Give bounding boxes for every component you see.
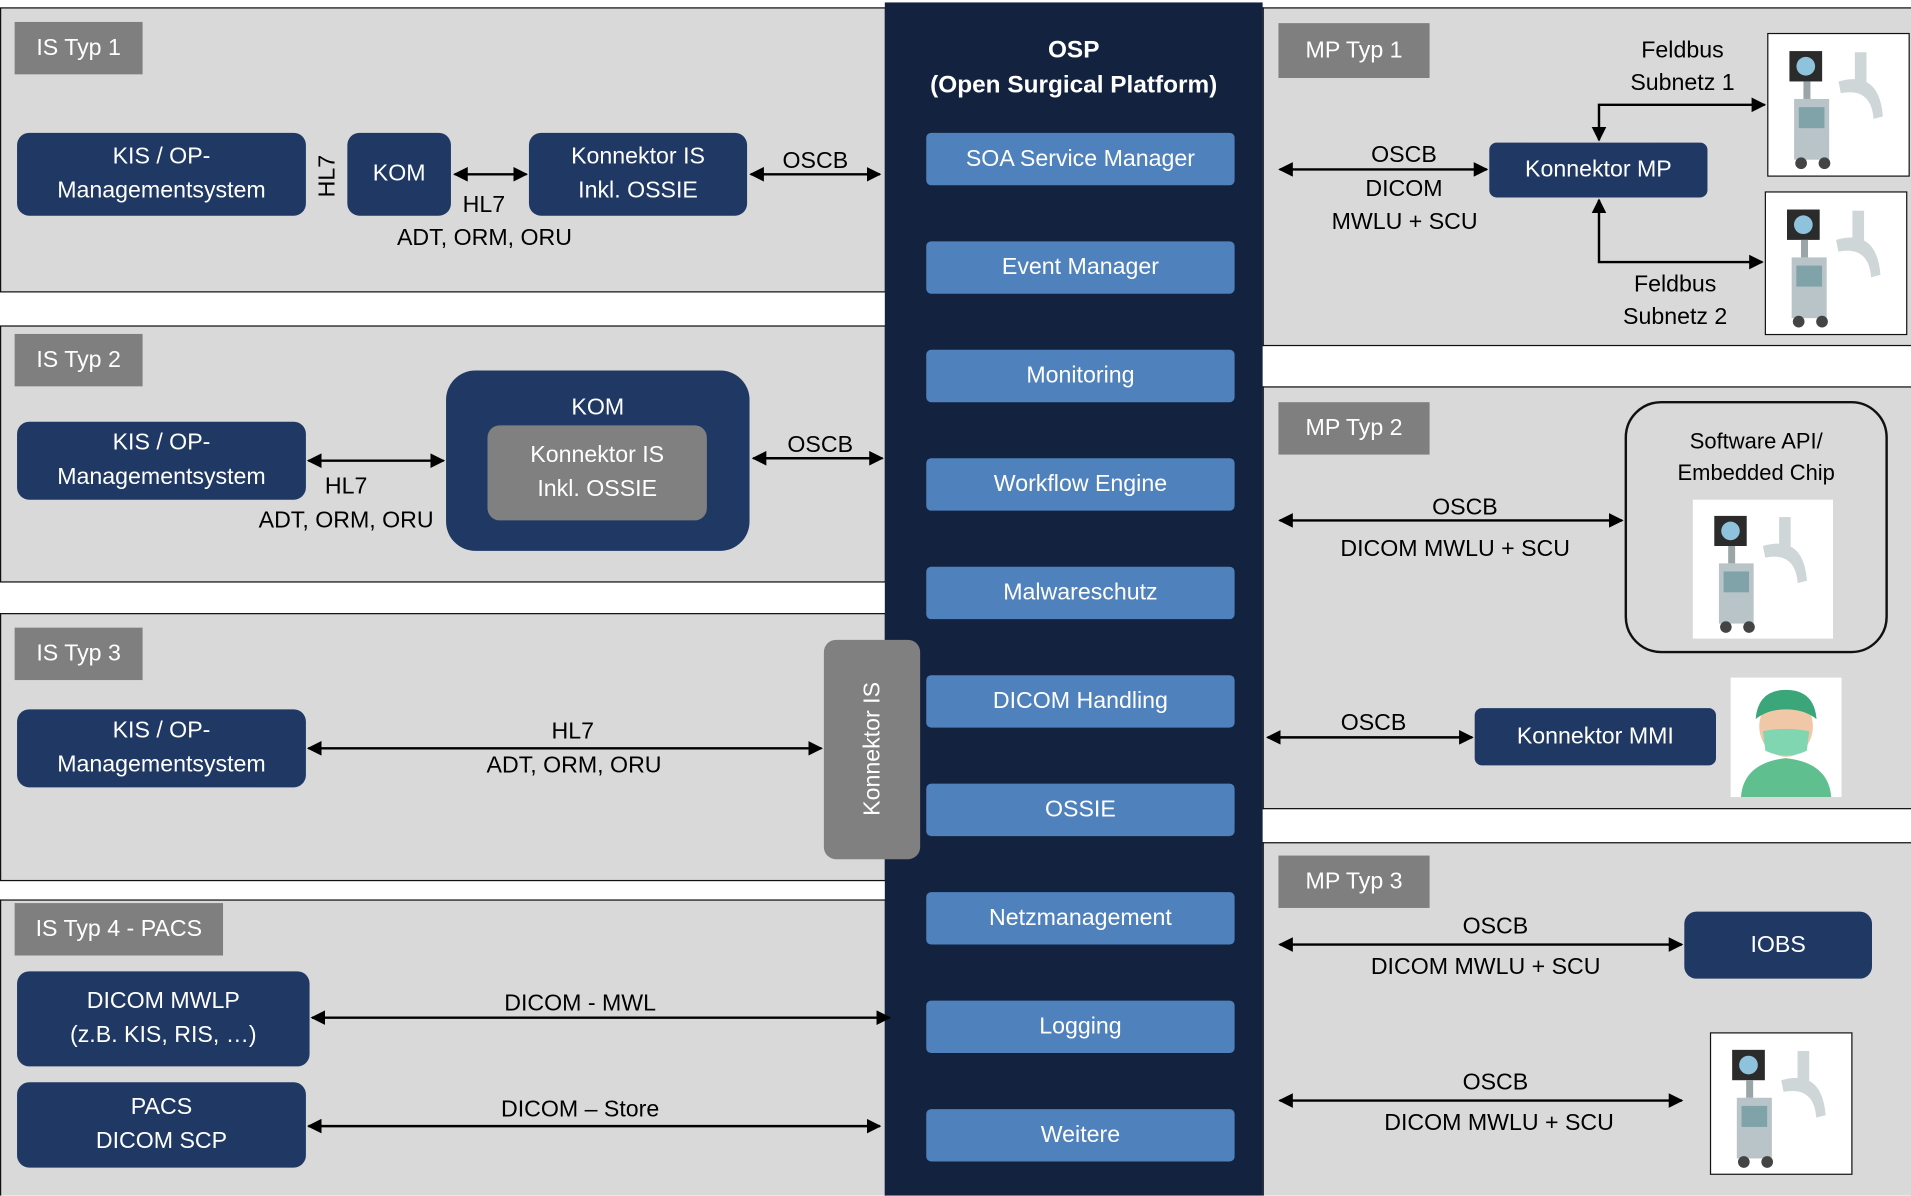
label-hl7-1: HL7 [462,192,506,219]
c-arm-device-image-2 [1764,191,1908,336]
label-dicom-mp1: DICOM [1365,176,1443,203]
iobs-box: IOBS [1684,911,1872,979]
service-event-manager: Event Manager [926,241,1235,294]
label-oscb-is1: OSCB [782,148,849,175]
service-ossie: OSSIE [926,783,1235,837]
label-software-api: Software API/ Embedded Chip [1677,429,1835,486]
konnektor-is-vertical-box [823,639,921,860]
kis-box-2: KIS / OP- Managementsystem [17,421,306,500]
tag-mp-typ1: MP Typ 1 [1278,23,1430,78]
konnektor-is-vertical-label: Konnektor IS [859,681,886,816]
konnektor-is-box-2: Konnektor IS Inkl. OSSIE [487,425,707,521]
service-workflow-engine: Workflow Engine [926,458,1235,511]
kom-label-2: KOM [571,394,625,421]
label-dicom-mp2: DICOM MWLU + SCU [1340,536,1571,562]
label-oscb-mmi: OSCB [1340,710,1407,737]
service-logging: Logging [926,1000,1235,1053]
label-hl7-2: HL7 [324,474,368,500]
label-mwlu-mp1: MWLU + SCU [1331,209,1478,236]
kom-box-1: KOM [347,132,451,216]
label-oscb-mp3b: OSCB [1462,1070,1529,1096]
service-monitoring: Monitoring [926,349,1235,403]
tag-mp-typ2: MP Typ 2 [1278,402,1430,455]
c-arm-device-image-3 [1692,499,1833,639]
tag-is-typ1: IS Typ 1 [14,21,143,75]
label-feldbus-2: Feldbus Subnetz 2 [1623,271,1728,331]
service-weitere: Weitere [926,1109,1235,1162]
service-dicom-handling: DICOM Handling [926,675,1235,728]
konnektor-is-box-1: Konnektor IS Inkl. OSSIE [528,132,748,216]
tag-mp-typ3: MP Typ 3 [1278,855,1430,908]
konnektor-mmi-box: Konnektor MMI [1474,708,1716,766]
label-msgs-3: ADT, ORM, ORU [486,753,662,779]
label-msgs-1: ADT, ORM, ORU [396,225,572,252]
label-dicom-mp3: DICOM MWLU + SCU [1370,954,1601,980]
label-dicom-store: DICOM – Store [500,1096,660,1123]
label-hl7-vertical: HL7 [315,154,341,198]
label-oscb-mp2: OSCB [1432,494,1498,521]
c-arm-device-image-4 [1709,1032,1853,1175]
pacs-box: PACS DICOM SCP [17,1082,306,1168]
tag-is-typ3: IS Typ 3 [14,627,143,681]
service-malwareschutz: Malwareschutz [926,566,1235,620]
label-msgs-2: ADT, ORM, ORU [258,508,434,534]
label-feldbus-1: Feldbus Subnetz 1 [1630,37,1735,97]
c-arm-device-image-1 [1767,32,1910,177]
osp-title: OSP (Open Surgical Platform) [930,36,1218,99]
surgeon-avatar-icon [1730,677,1842,798]
label-oscb-mp3: OSCB [1462,914,1529,940]
tag-is-typ2: IS Typ 2 [14,333,143,387]
konnektor-mp-box: Konnektor MP [1489,142,1708,198]
label-dicom-mwl: DICOM - MWL [504,990,657,1017]
service-soa-service-manager: SOA Service Manager [926,132,1235,186]
label-oscb-mp1: OSCB [1371,142,1437,169]
software-api-container [1624,400,1888,654]
dicom-mwlp-box: DICOM MWLP (z.B. KIS, RIS, …) [17,971,310,1067]
service-netzmanagement: Netzmanagement [926,892,1235,945]
label-dicom-mp3b: DICOM MWLU + SCU [1384,1110,1614,1136]
kis-box-1: KIS / OP- Managementsystem [17,132,306,216]
label-hl7-3: HL7 [551,719,595,745]
kis-box-3: KIS / OP- Managementsystem [17,709,306,788]
label-oscb-is2: OSCB [787,432,854,459]
tag-is-typ4: IS Typ 4 - PACS [14,903,224,956]
